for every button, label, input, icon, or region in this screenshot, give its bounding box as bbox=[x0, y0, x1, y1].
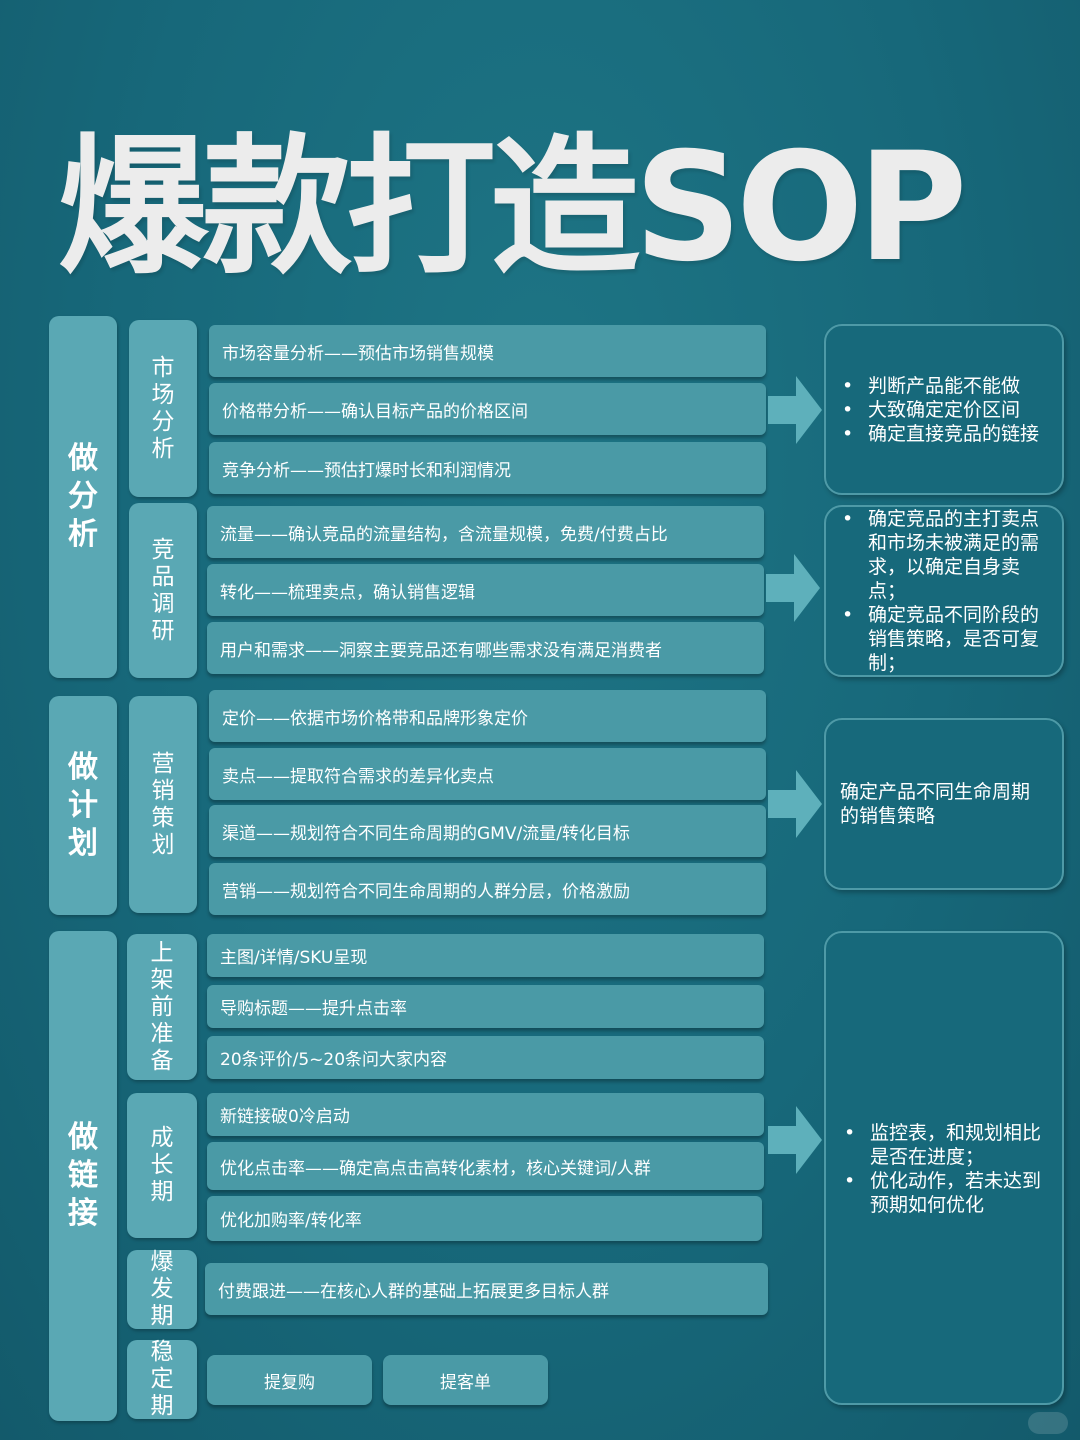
group-pre-launch: 上架前准备 bbox=[127, 934, 197, 1080]
result-bullet: 大致确定定价区间 bbox=[842, 398, 1039, 422]
result-bullet: 确定竞品不同阶段的销售策略，是否可复制； bbox=[842, 603, 1056, 675]
list-item: 市场容量分析——预估市场销售规模 bbox=[209, 325, 766, 377]
list-item: 导购标题——提升点击率 bbox=[207, 985, 764, 1028]
result-bullet: 确定直接竞品的链接 bbox=[842, 422, 1039, 446]
result-listing: 监控表，和规划相比是否在进度； 优化动作，若未达到预期如何优化 bbox=[824, 931, 1064, 1405]
phase-analysis: 做分析 bbox=[49, 316, 117, 678]
result-competitor-research: 确定竞品的主打卖点和市场未被满足的需求，以确定自身卖点； 确定竞品不同阶段的销售… bbox=[824, 505, 1064, 677]
group-explosive-stage: 爆发期 bbox=[127, 1249, 197, 1329]
arrow-right-icon bbox=[768, 770, 822, 838]
phase-analysis-label: 做分析 bbox=[68, 441, 98, 552]
group-marketing-plan-label: 营销策划 bbox=[151, 750, 175, 858]
group-marketing-plan: 营销策划 bbox=[129, 696, 197, 913]
list-item: 营销——规划符合不同生命周期的人群分层，价格激励 bbox=[209, 863, 766, 915]
list-item: 价格带分析——确认目标产品的价格区间 bbox=[209, 383, 766, 435]
group-explosive-stage-label: 爆发期 bbox=[150, 1249, 174, 1329]
watermark-logo bbox=[1028, 1412, 1068, 1434]
arrow-right-icon bbox=[768, 1106, 822, 1174]
result-bullet: 监控表，和规划相比是否在进度； bbox=[844, 1121, 1054, 1169]
group-stable-stage-label: 稳定期 bbox=[150, 1339, 174, 1419]
result-bullet: 判断产品能不能做 bbox=[842, 374, 1039, 398]
group-growth-stage-label: 成长期 bbox=[150, 1125, 174, 1205]
list-item: 卖点——提取符合需求的差异化卖点 bbox=[209, 748, 766, 800]
group-pre-launch-label: 上架前准备 bbox=[150, 939, 174, 1074]
result-bullet: 确定竞品的主打卖点和市场未被满足的需求，以确定自身卖点； bbox=[842, 507, 1056, 603]
group-competitor-research-label: 竞品调研 bbox=[151, 536, 175, 644]
list-item: 优化加购率/转化率 bbox=[207, 1196, 762, 1241]
list-item: 20条评价/5~20条问大家内容 bbox=[207, 1036, 764, 1079]
list-item: 竞争分析——预估打爆时长和利润情况 bbox=[209, 442, 766, 494]
list-item: 提客单 bbox=[383, 1355, 548, 1405]
group-market-analysis: 市场分析 bbox=[129, 320, 197, 497]
list-item: 定价——依据市场价格带和品牌形象定价 bbox=[209, 690, 766, 742]
arrow-right-icon bbox=[768, 376, 822, 444]
result-bullet: 优化动作，若未达到预期如何优化 bbox=[844, 1169, 1054, 1217]
phase-listing: 做链接 bbox=[49, 931, 117, 1421]
group-market-analysis-label: 市场分析 bbox=[151, 354, 175, 462]
list-item: 流量——确认竞品的流量结构，含流量规模，免费/付费占比 bbox=[207, 506, 764, 558]
list-item: 提复购 bbox=[207, 1355, 372, 1405]
result-market-analysis: 判断产品能不能做 大致确定定价区间 确定直接竞品的链接 bbox=[824, 324, 1064, 495]
list-item: 用户和需求——洞察主要竞品还有哪些需求没有满足消费者 bbox=[207, 622, 764, 674]
result-marketing-plan: 确定产品不同生命周期的销售策略 bbox=[824, 718, 1064, 890]
phase-planning: 做计划 bbox=[49, 696, 117, 915]
list-item: 付费跟进——在核心人群的基础上拓展更多目标人群 bbox=[205, 1263, 768, 1315]
page-title: 爆款打造SOP bbox=[58, 121, 967, 295]
list-item: 新链接破0冷启动 bbox=[207, 1093, 764, 1136]
group-growth-stage: 成长期 bbox=[127, 1093, 197, 1238]
list-item: 优化点击率——确定高点击高转化素材，核心关键词/人群 bbox=[207, 1142, 764, 1190]
phase-planning-label: 做计划 bbox=[68, 749, 98, 861]
group-competitor-research: 竞品调研 bbox=[129, 503, 197, 678]
result-text: 确定产品不同生命周期的销售策略 bbox=[840, 781, 1031, 827]
arrow-right-icon bbox=[766, 554, 820, 622]
list-item: 渠道——规划符合不同生命周期的GMV/流量/转化目标 bbox=[209, 805, 766, 857]
group-stable-stage: 稳定期 bbox=[127, 1339, 197, 1419]
list-item: 转化——梳理卖点，确认销售逻辑 bbox=[207, 564, 764, 616]
list-item: 主图/详情/SKU呈现 bbox=[207, 934, 764, 977]
phase-listing-label: 做链接 bbox=[68, 1120, 98, 1231]
